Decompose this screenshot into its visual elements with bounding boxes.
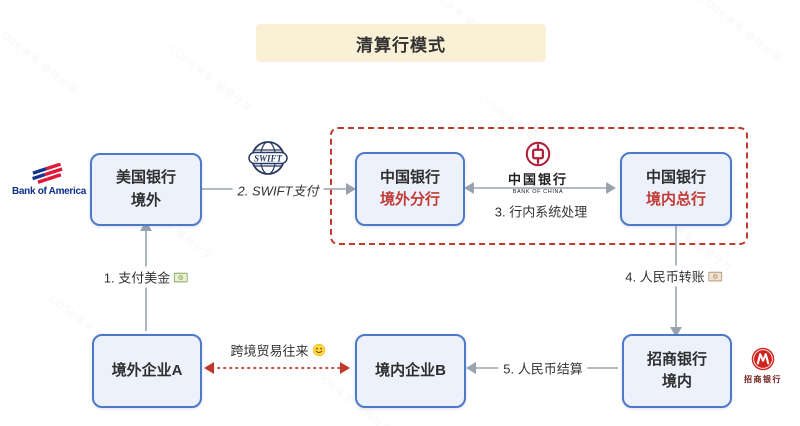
flow-label-step4: 4. 人民币转账 <box>620 265 728 287</box>
node-sublabel: 境内总行 <box>645 191 706 208</box>
node-label: 中国银行 <box>645 168 706 186</box>
smiley-face-icon <box>312 343 326 357</box>
arrowhead-step3-left <box>464 182 474 194</box>
bank-of-america-flag-icon <box>32 163 63 184</box>
flow-label-step2: 2. SWIFT支付 <box>232 179 324 201</box>
node-us-bank-overseas: 美国银行 境外 <box>90 153 202 226</box>
yen-banknote-icon <box>708 271 723 281</box>
node-domestic-company-b: 境内企业B <box>355 334 466 408</box>
flow-label-text: 2. SWIFT支付 <box>237 183 319 199</box>
bank-of-america-logo: Bank of America <box>8 163 90 197</box>
node-label: 境内企业B <box>375 361 446 379</box>
swift-globe-icon: SWIFT <box>248 141 288 175</box>
swift-wordmark: SWIFT <box>254 154 283 164</box>
arrowhead-step3-right <box>606 182 616 194</box>
node-label: 境外 <box>130 191 161 209</box>
arrowhead-trade-left <box>204 362 214 374</box>
swift-logo: SWIFT <box>246 136 290 180</box>
bank-of-china-en-wordmark: BANK OF CHINA <box>512 189 564 195</box>
bank-of-china-group-frame <box>330 127 748 245</box>
node-sublabel: 境外分行 <box>379 191 440 208</box>
flow-label-text: 3. 行内系统处理 <box>494 204 588 220</box>
flow-label-text: 1. 支付美金 <box>103 270 171 286</box>
flow-label-text: 4. 人民币转账 <box>625 269 705 285</box>
node-label: 美国银行 <box>115 169 176 186</box>
flow-label-step5: 5. 人民币结算 <box>498 357 588 379</box>
node-label: 境内 <box>661 373 692 390</box>
flow-label-text: 5. 人民币结算 <box>503 361 583 377</box>
node-overseas-company-a: 境外企业A <box>92 334 202 408</box>
node-label: 境外企业A <box>111 361 183 379</box>
cmb-wordmark: 招商银行 <box>744 375 782 384</box>
arrowhead-step1-up <box>140 221 152 231</box>
arrowhead-step4-down <box>670 327 682 337</box>
arrowhead-step5-left <box>466 362 476 374</box>
arrowhead-trade-right <box>340 362 350 374</box>
node-boc-domestic-hq: 中国银行 境内总行 <box>620 152 732 226</box>
node-label: 招商银行 <box>646 350 707 368</box>
flow-label-step3: 3. 行内系统处理 <box>490 201 592 222</box>
cmb-emblem-icon <box>751 347 775 371</box>
flow-label-text: 跨境贸易往来 <box>230 343 309 359</box>
node-boc-overseas-branch: 中国银行 境外分行 <box>355 152 465 226</box>
bank-of-china-cn-wordmark: 中国银行 <box>507 172 568 187</box>
bank-of-china-emblem-icon <box>525 141 551 167</box>
flow-label-step1: 1. 支付美金 <box>98 266 194 288</box>
dollar-banknote-icon <box>174 272 189 282</box>
arrowhead-step2-right <box>346 183 356 195</box>
node-cmb-domestic: 招商银行 境内 <box>622 334 732 408</box>
cmb-logo: 招商银行 <box>738 346 788 385</box>
bank-of-america-wordmark: Bank of America <box>11 186 87 197</box>
flow-label-trade: 跨境贸易往来 <box>225 340 330 361</box>
node-label: 中国银行 <box>379 168 440 186</box>
bank-of-china-logo: 中国银行 BANK OF CHINA <box>503 140 573 195</box>
page-title: 清算行模式 <box>256 24 546 62</box>
